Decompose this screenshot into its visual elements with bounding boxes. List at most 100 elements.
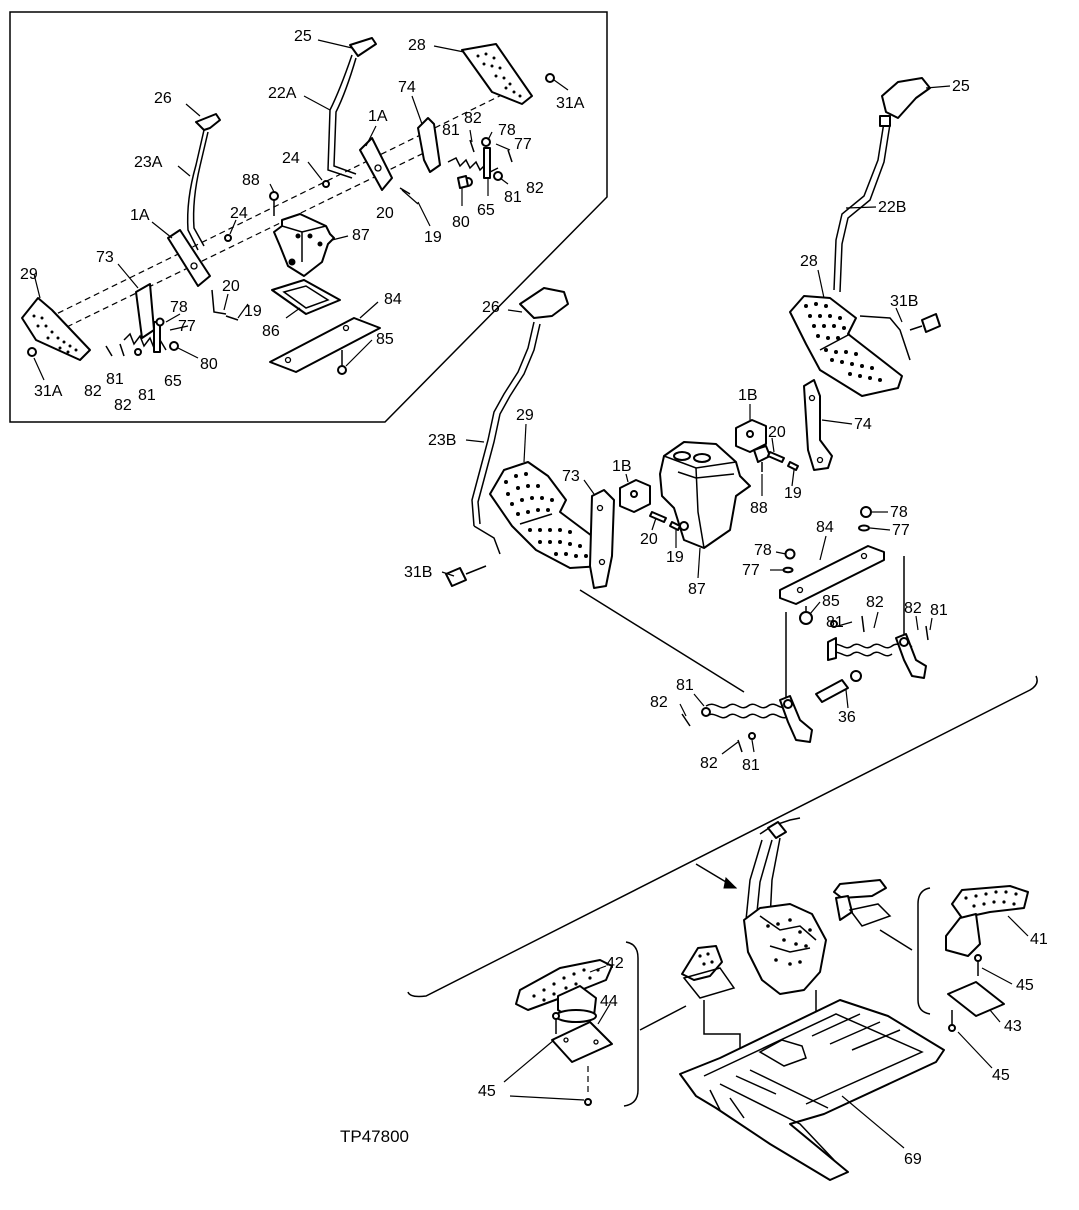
callout: 77 bbox=[892, 522, 910, 539]
callout: 26 bbox=[482, 299, 500, 316]
callout: 81 bbox=[442, 122, 460, 139]
pedal-28-inset bbox=[461, 43, 533, 105]
callout: 87 bbox=[352, 227, 370, 244]
callout: 82 bbox=[700, 755, 718, 772]
small-pedal-top bbox=[833, 879, 892, 927]
pin-20-left bbox=[649, 511, 667, 523]
callout: 78 bbox=[170, 299, 188, 316]
callout: 69 bbox=[904, 1151, 922, 1168]
bolt-31B-right bbox=[909, 313, 941, 333]
callout: 23B bbox=[428, 432, 456, 449]
bracket-73-main bbox=[589, 489, 615, 589]
callout: 80 bbox=[200, 356, 218, 373]
callout: 20 bbox=[640, 531, 658, 548]
floor-assembly: 41 42 44 45 43 45 45 69 bbox=[407, 675, 1048, 1181]
group-bracket-curve bbox=[407, 675, 1038, 998]
callout: 74 bbox=[398, 79, 416, 96]
callout: 19 bbox=[424, 229, 442, 246]
bolt-31B-left bbox=[445, 565, 487, 587]
spring-65-lower bbox=[105, 317, 179, 357]
group-bracket-left bbox=[623, 941, 639, 1107]
callout: 80 bbox=[452, 214, 470, 231]
callout: 86 bbox=[262, 323, 280, 340]
lever-23B bbox=[471, 287, 569, 555]
callout: 29 bbox=[516, 407, 534, 424]
connector-right bbox=[879, 929, 913, 951]
callout: 65 bbox=[164, 373, 182, 390]
callout: 82 bbox=[84, 383, 102, 400]
callout: 24 bbox=[230, 205, 248, 222]
bracket-74-main bbox=[803, 379, 833, 471]
callout: 45 bbox=[1016, 977, 1034, 994]
nut-78-right bbox=[858, 506, 872, 532]
group-bracket-right bbox=[917, 887, 931, 1015]
callout: 84 bbox=[384, 291, 402, 308]
pin-20-right bbox=[767, 451, 785, 463]
bolt-85-main bbox=[799, 606, 813, 625]
callout: 20 bbox=[768, 424, 786, 441]
pedal-42 bbox=[515, 959, 613, 1023]
callout: 82 bbox=[526, 180, 544, 197]
callout: 85 bbox=[822, 593, 840, 610]
callout: 19 bbox=[784, 485, 802, 502]
callout: 84 bbox=[816, 519, 834, 536]
callout: 22B bbox=[878, 199, 906, 216]
callout: 77 bbox=[514, 136, 532, 153]
callout: 82 bbox=[464, 110, 482, 127]
callout: 81 bbox=[742, 757, 760, 774]
callout: 85 bbox=[376, 331, 394, 348]
pin-36 bbox=[815, 670, 862, 703]
pin-20-inset bbox=[211, 289, 227, 315]
plate-44 bbox=[551, 1012, 613, 1106]
callout: 19 bbox=[666, 549, 684, 566]
valve-87-main bbox=[659, 441, 751, 549]
callout: 42 bbox=[606, 955, 624, 972]
callout: 78 bbox=[890, 504, 908, 521]
pin-19-right bbox=[787, 461, 799, 471]
callout: 82 bbox=[650, 694, 668, 711]
bracket-1A-lower bbox=[167, 229, 232, 287]
callout: 73 bbox=[562, 468, 580, 485]
main-callouts: 25 22B 28 26 31B 1B 20 74 23B 29 73 1B 8… bbox=[404, 78, 970, 774]
callout: 41 bbox=[1030, 931, 1048, 948]
callout: 25 bbox=[294, 28, 312, 45]
plate-84-main bbox=[779, 545, 885, 605]
callout: 28 bbox=[800, 253, 818, 270]
inset-leaders bbox=[33, 39, 569, 381]
callout: 88 bbox=[242, 172, 260, 189]
callout: 82 bbox=[904, 600, 922, 617]
valve-87-inset bbox=[273, 213, 335, 277]
figure-reference: TP47800 bbox=[340, 1127, 409, 1146]
gasket-86 bbox=[271, 279, 341, 315]
callout: 24 bbox=[282, 150, 300, 167]
callout: 77 bbox=[178, 318, 196, 335]
callout: 31A bbox=[556, 95, 585, 112]
callout: 81 bbox=[826, 614, 844, 631]
inset-axis-upper bbox=[39, 85, 521, 323]
callout: 81 bbox=[930, 602, 948, 619]
main-assembly: 25 22B 28 26 31B 1B 20 74 23B 29 73 1B 8… bbox=[404, 77, 970, 774]
callout: 1B bbox=[738, 387, 758, 404]
plate-43 bbox=[947, 954, 1005, 1032]
callout: 29 bbox=[20, 266, 38, 283]
pin-80-top bbox=[457, 175, 469, 189]
callout: 22A bbox=[268, 85, 297, 102]
lever-22B bbox=[833, 77, 931, 293]
bolt-88-inset bbox=[269, 191, 279, 216]
callout: 45 bbox=[992, 1067, 1010, 1084]
small-pedal-mid bbox=[681, 945, 736, 999]
callout: 23A bbox=[134, 154, 163, 171]
floor-leaders bbox=[503, 915, 1029, 1149]
callout: 87 bbox=[688, 581, 706, 598]
pedal-28-main bbox=[789, 295, 911, 397]
pedal-29-inset bbox=[21, 297, 91, 361]
callout: 45 bbox=[478, 1083, 496, 1100]
pedal-41 bbox=[945, 885, 1029, 957]
callout: 81 bbox=[676, 677, 694, 694]
spring-assembly-left bbox=[681, 695, 813, 753]
bracket-74-inset bbox=[417, 117, 441, 173]
callout: 28 bbox=[408, 37, 426, 54]
callout: 82 bbox=[114, 397, 132, 414]
callout: 81 bbox=[138, 387, 156, 404]
